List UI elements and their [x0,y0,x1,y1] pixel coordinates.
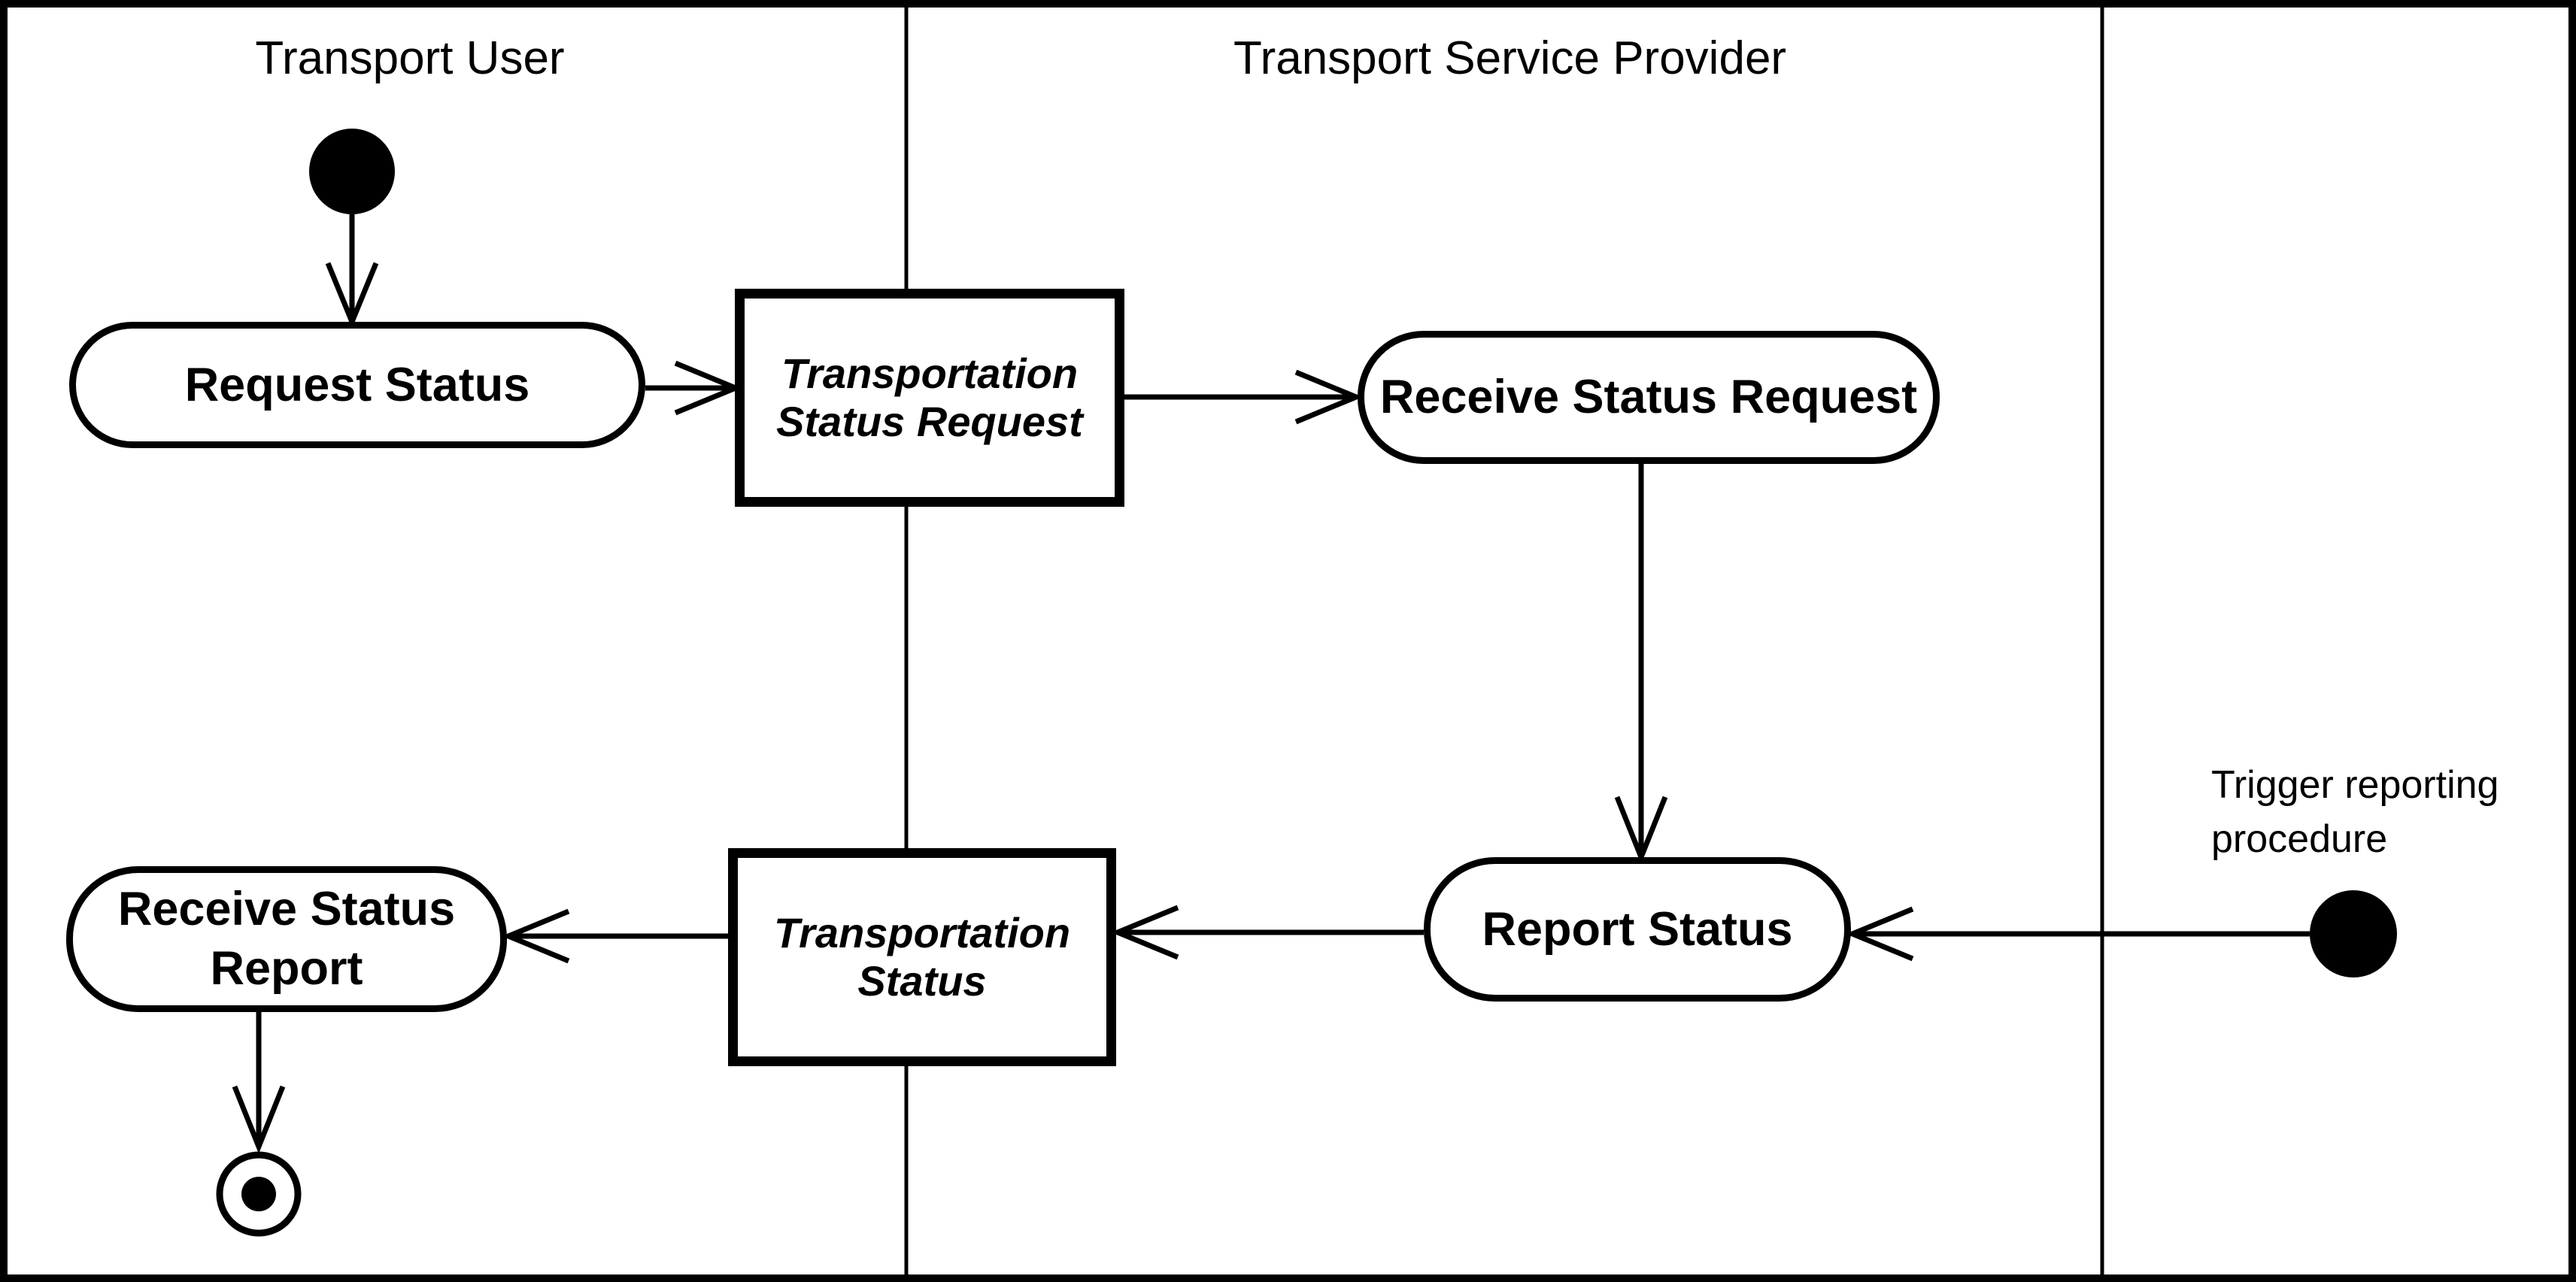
edge-ts-to-receive-report-arrowhead-icon [501,908,570,964]
lane-title-transport-user: Transport User [255,32,565,84]
activity-node-receive-status-request-label: Receive Status Request [1379,371,1918,424]
object-node-transportation-status: Transportation Status [728,848,1116,1066]
activity-node-report-status-label: Report Status [1482,902,1793,956]
object-node-transportation-status-request-label: Transportation Status Request [776,350,1083,445]
activity-node-request-status: Request Status [69,322,645,448]
object-node-transportation-status-request: Transportation Status Request [735,289,1124,507]
edge-receive-report-to-final-arrowhead-icon [232,1085,286,1154]
edge-report-to-ts-arrowhead-icon [1110,905,1179,960]
activity-node-report-status: Report Status [1424,857,1851,1002]
trigger-reporting-note: Trigger reporting procedure [2211,763,2499,861]
edge-tsr-to-receive-arrowhead-icon [1294,369,1364,425]
edge-trigger-to-report-arrowhead-icon [1845,906,1914,962]
object-node-transportation-status-label: Transportation Status [773,909,1071,1005]
lane-title-transport-service-provider: Transport Service Provider [1233,32,1787,84]
initial-node-icon [309,129,395,214]
activity-node-request-status-label: Request Status [184,358,530,411]
final-node-dot-icon [241,1177,276,1211]
trigger-initial-node-icon [2310,890,2397,977]
activity-node-receive-status-report-label: Receive Status Report [117,883,456,995]
activity-node-receive-status-request: Receive Status Request [1358,331,1940,464]
activity-node-receive-status-report: Receive Status Report [66,866,507,1012]
